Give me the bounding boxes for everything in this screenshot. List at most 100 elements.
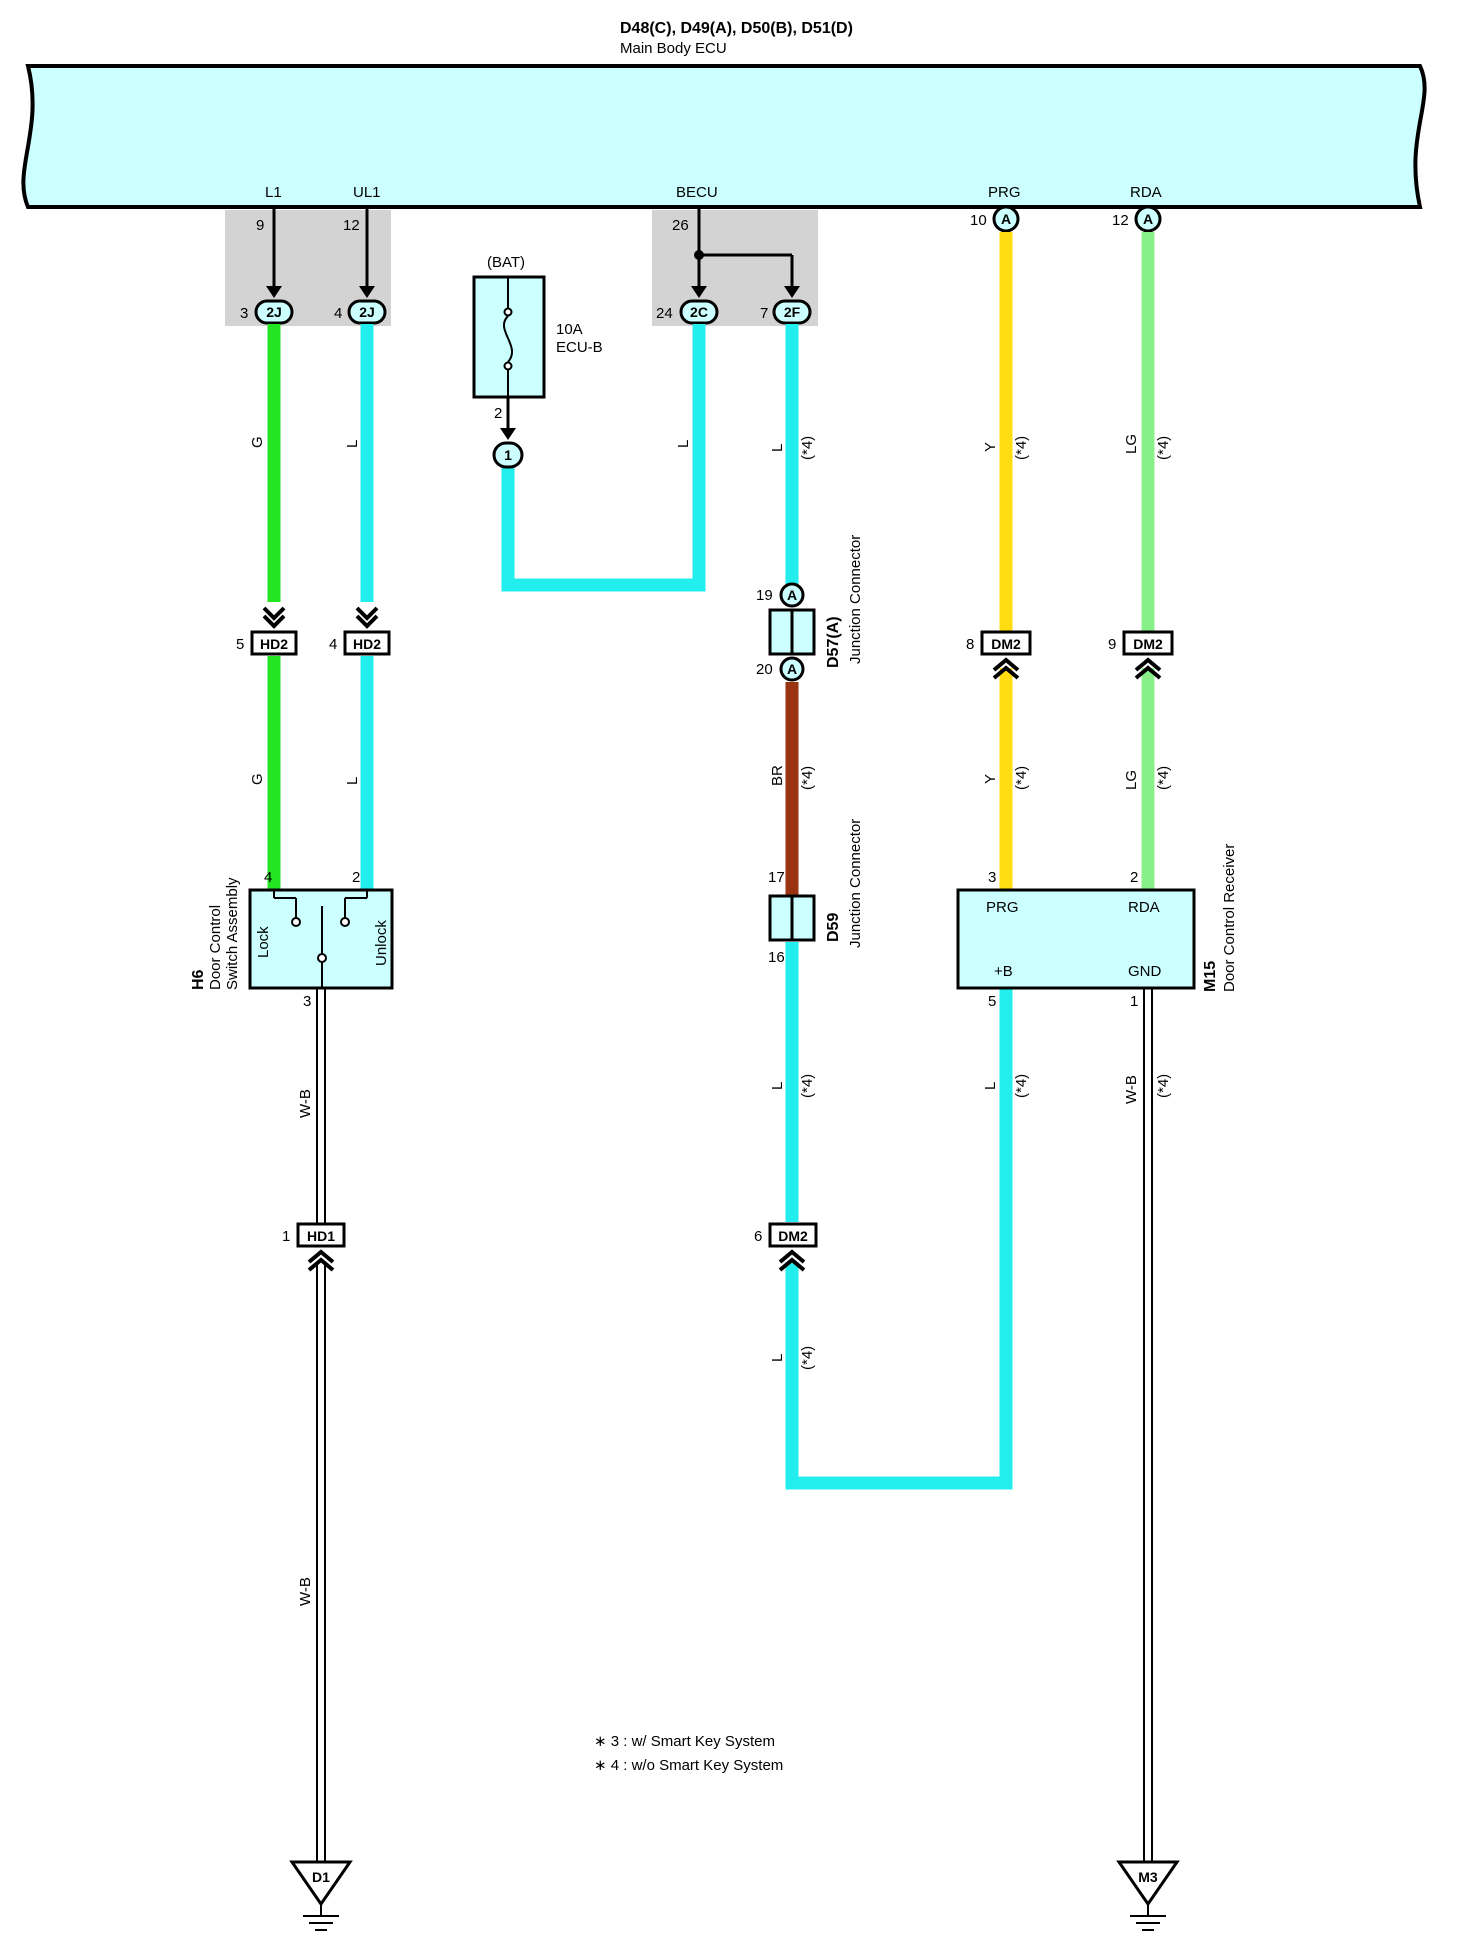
connector-hd1: HD1 [296, 1222, 346, 1248]
svg-text:HD1: HD1 [307, 1228, 335, 1244]
svg-text:W-B: W-B [1123, 1075, 1140, 1104]
fuse-source: (BAT) [487, 254, 525, 271]
connector-2j-a: 2J [254, 299, 294, 325]
svg-text:2J: 2J [266, 304, 282, 320]
svg-text:(*4): (*4) [1155, 766, 1172, 790]
svg-text:2J: 2J [359, 304, 375, 320]
svg-text:L: L [675, 440, 692, 448]
jb-pin-7: 7 [760, 305, 768, 322]
svg-text:BR: BR [769, 765, 786, 786]
wire-labels: G G L L L L (*4) BR (*4) L (*4) L (*4) Y… [249, 434, 1172, 1606]
switch-icon [273, 890, 368, 988]
h6-pin-4: 4 [264, 869, 272, 886]
jb-pin-4: 4 [334, 305, 342, 322]
svg-text:(*4): (*4) [799, 436, 816, 460]
d59-name: Junction Connector [847, 819, 864, 948]
ecu-connector-codes: D48(C), D49(A), D50(B), D51(D) [620, 20, 853, 37]
fuse-icon [502, 315, 514, 363]
svg-text:A: A [1143, 211, 1153, 227]
svg-text:L: L [769, 444, 786, 452]
svg-text:1: 1 [504, 447, 512, 463]
svg-text:LG: LG [1123, 770, 1140, 790]
h6-code: H6 [190, 969, 207, 990]
ground-m3: M3 [1116, 1860, 1180, 1931]
svg-text:(*4): (*4) [799, 1346, 816, 1370]
svg-text:L: L [982, 1082, 999, 1090]
ecu-name: Main Body ECU [620, 40, 727, 57]
d59-pin-16: 16 [768, 949, 785, 966]
jb-pin-3: 3 [240, 305, 248, 322]
ecu-pin-num-12: 12 [343, 217, 360, 234]
svg-text:Y: Y [982, 774, 999, 784]
ecu-pin-num-10: 10 [970, 212, 987, 229]
hd2-pin-4: 4 [329, 636, 337, 653]
svg-text:G: G [249, 436, 266, 448]
connector-d57-top-a: A [779, 582, 805, 608]
m15-b-label: +B [994, 963, 1013, 980]
hd1-pin-1: 1 [282, 1228, 290, 1245]
m15-pin-1: 1 [1130, 993, 1138, 1010]
svg-text:(*4): (*4) [1155, 1074, 1172, 1098]
ecu-pin-num-12b: 12 [1112, 212, 1129, 229]
fuse-rating: 10A [556, 321, 583, 338]
dm2-pin-8: 8 [966, 636, 974, 653]
ecu-pin-ul1: UL1 [353, 184, 381, 201]
connector-hd2-b: HD2 [343, 630, 391, 656]
main-body-ecu-box [21, 64, 1427, 209]
ground-d1: D1 [289, 1860, 353, 1931]
svg-text:HD2: HD2 [260, 636, 288, 652]
h6-pin-2: 2 [352, 869, 360, 886]
h6-unlock-label: Unlock [373, 920, 390, 966]
svg-text:(*4): (*4) [1013, 766, 1030, 790]
svg-text:Y: Y [982, 442, 999, 452]
svg-text:(*4): (*4) [1013, 1074, 1030, 1098]
svg-text:D1: D1 [312, 1869, 330, 1885]
connector-dm2-prg: DM2 [980, 630, 1032, 656]
d57-name: Junction Connector [847, 535, 864, 664]
connector-a-prg: A [992, 205, 1020, 233]
svg-text:DM2: DM2 [991, 636, 1021, 652]
ecu-pin-num-26: 26 [672, 217, 689, 234]
fuse-pin: 2 [494, 405, 502, 422]
svg-text:W-B: W-B [297, 1089, 314, 1118]
ecu-pin-l1: L1 [265, 184, 282, 201]
d59-code: D59 [825, 913, 842, 942]
d57-pin-20: 20 [756, 661, 773, 678]
svg-text:(*4): (*4) [1013, 436, 1030, 460]
connector-fuse-1: 1 [492, 441, 524, 469]
d59-pin-17: 17 [768, 869, 785, 886]
ecu-pin-prg: PRG [988, 184, 1021, 201]
svg-text:A: A [787, 587, 797, 603]
jb-pin-24: 24 [656, 305, 673, 322]
hd2-pin-5: 5 [236, 636, 244, 653]
m15-name: Door Control Receiver [1221, 844, 1238, 992]
wire-wb-right [1143, 988, 1153, 1862]
svg-text:A: A [787, 661, 797, 677]
dm2-pin-6: 6 [754, 1228, 762, 1245]
svg-text:G: G [249, 773, 266, 785]
svg-text:LG: LG [1123, 434, 1140, 454]
connector-2f: 2F [772, 299, 812, 325]
m15-prg-label: PRG [986, 899, 1019, 916]
fuse-name: ECU-B [556, 339, 603, 356]
connector-dm2-rda: DM2 [1122, 630, 1174, 656]
svg-text:L: L [344, 777, 361, 785]
h6-lock-label: Lock [255, 926, 272, 958]
svg-text:(*4): (*4) [799, 766, 816, 790]
svg-text:HD2: HD2 [353, 636, 381, 652]
m15-gnd-label: GND [1128, 963, 1162, 980]
dm2-pin-9: 9 [1108, 636, 1116, 653]
h6-name-line1: Door Control [207, 905, 224, 990]
wire-wb-left [316, 988, 326, 1862]
d57-pin-19: 19 [756, 587, 773, 604]
ecu-pin-rda: RDA [1130, 184, 1162, 201]
connector-2c: 2C [679, 299, 719, 325]
svg-text:DM2: DM2 [1133, 636, 1163, 652]
svg-text:L: L [769, 1082, 786, 1090]
h6-name-line2: Switch Assembly [224, 877, 241, 990]
connector-hd2-a: HD2 [250, 630, 298, 656]
m15-receiver-body [956, 888, 1196, 990]
svg-text:L: L [344, 440, 361, 448]
m15-code: M15 [1202, 961, 1219, 992]
